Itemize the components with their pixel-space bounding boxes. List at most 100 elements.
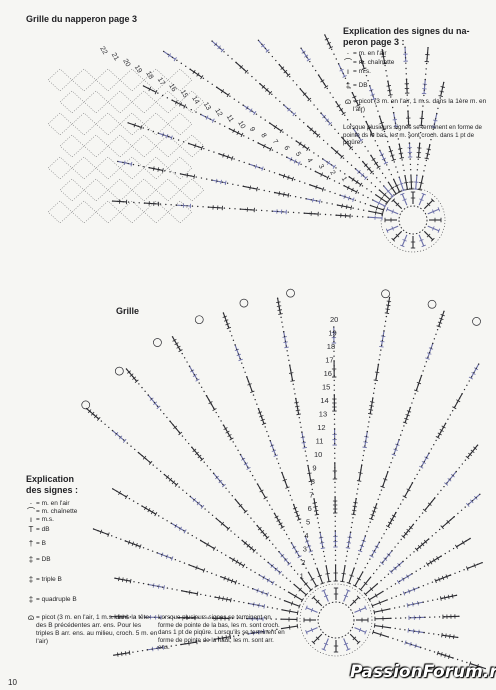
chain-dot xyxy=(324,189,326,191)
outer-ring xyxy=(380,187,446,253)
chain-dot xyxy=(201,569,204,571)
stitch-top xyxy=(466,566,469,571)
chain-dot xyxy=(433,443,435,446)
stitch-mark xyxy=(355,168,367,179)
chain-dot xyxy=(307,544,310,547)
chain-dot xyxy=(252,632,254,634)
chain-dot xyxy=(265,593,268,595)
chain-dot xyxy=(421,465,423,467)
chain-dot xyxy=(297,517,300,519)
stitch-top xyxy=(388,94,393,96)
chain-dot xyxy=(135,379,137,381)
chain-dot xyxy=(333,326,335,328)
chain-dot xyxy=(264,426,266,428)
chain-dot xyxy=(416,547,419,550)
chain-dot xyxy=(281,321,283,323)
chain-dot xyxy=(346,119,349,121)
chain-dot xyxy=(426,52,429,54)
chain-dot xyxy=(435,531,437,534)
stitch-top xyxy=(230,597,232,603)
chain-dot xyxy=(322,139,325,142)
chain-dot xyxy=(306,56,308,58)
stitch-cross xyxy=(235,559,239,564)
chain-dot xyxy=(192,565,195,568)
stitch-top xyxy=(341,112,346,116)
stitch-top xyxy=(371,603,374,608)
chain-dot xyxy=(166,587,169,589)
chain-dot xyxy=(408,629,411,632)
stitch-top xyxy=(440,525,444,530)
stitch-top xyxy=(385,200,389,205)
chain-dot xyxy=(308,469,310,472)
chain-dot xyxy=(300,559,302,561)
chain-dot xyxy=(383,330,385,332)
chain-dot xyxy=(453,516,455,518)
chain-dot xyxy=(334,150,337,152)
chain-dot xyxy=(422,175,424,177)
chain-dot xyxy=(188,617,190,619)
chain-dot xyxy=(409,406,412,409)
chain-dot xyxy=(390,173,393,176)
chain-dot xyxy=(234,498,237,501)
chain-dot xyxy=(144,616,146,618)
chain-dot xyxy=(473,371,475,374)
chain-dot xyxy=(250,517,252,519)
chain-dot xyxy=(309,168,312,170)
chain-dot xyxy=(120,616,122,618)
chain-dot xyxy=(338,153,341,156)
stitch-cross xyxy=(227,434,232,437)
stitch-cross xyxy=(437,432,442,436)
chain-dot xyxy=(280,618,282,620)
chain-dot xyxy=(382,561,384,563)
stitch-mark xyxy=(286,156,300,164)
round-number: 17 xyxy=(156,77,166,87)
stitch-top xyxy=(193,174,196,179)
chain-dot xyxy=(375,194,377,196)
stitch-cross xyxy=(171,480,176,485)
stitch-top xyxy=(311,595,316,600)
stitch-mark xyxy=(470,363,480,379)
stitch-top xyxy=(226,526,231,531)
chain-dot xyxy=(436,579,438,582)
legend-item-text: = picot (3 m. en l'air, 1 m.s. dans la 1… xyxy=(353,98,487,113)
chain-dot xyxy=(333,408,336,411)
chain-dot xyxy=(333,404,336,406)
chain-dot xyxy=(378,359,380,361)
chain-dot xyxy=(228,207,231,210)
stitch-top xyxy=(265,536,270,540)
chain-dot xyxy=(279,311,281,314)
chain-dot xyxy=(350,526,353,529)
chain-dot xyxy=(446,522,448,524)
stitch-top xyxy=(352,197,355,202)
chain-dot xyxy=(412,523,415,526)
lattice-cell xyxy=(95,112,121,136)
stitch-mark xyxy=(213,473,225,487)
chain-dot xyxy=(296,407,299,409)
chain-dot xyxy=(274,453,276,456)
chain-dot xyxy=(334,128,336,130)
stitch-cross xyxy=(131,541,134,546)
stitch-cross xyxy=(315,599,320,604)
stitch-cross xyxy=(393,566,397,571)
chain-dot xyxy=(372,512,375,514)
chain-dot xyxy=(456,658,459,661)
chain-dot xyxy=(326,161,328,163)
chain-dot xyxy=(291,137,293,139)
chain-dot xyxy=(158,169,161,171)
db-icon: ‡ xyxy=(28,555,34,564)
chain-dot xyxy=(250,209,252,211)
stitch-cross xyxy=(432,558,436,563)
chain-dot xyxy=(381,154,383,157)
chain-dot xyxy=(149,510,152,512)
stitch-top xyxy=(405,188,410,191)
stitch-cross xyxy=(208,401,213,405)
chain-dot xyxy=(259,82,261,85)
stitch-cross xyxy=(461,540,465,545)
stitch-top xyxy=(356,595,361,600)
stitch-cross xyxy=(217,636,220,641)
chain-dot xyxy=(264,47,267,50)
stitch-top xyxy=(211,118,215,123)
stitch-top xyxy=(340,154,344,159)
chain-dot xyxy=(268,51,270,54)
chain-dot xyxy=(334,496,336,498)
